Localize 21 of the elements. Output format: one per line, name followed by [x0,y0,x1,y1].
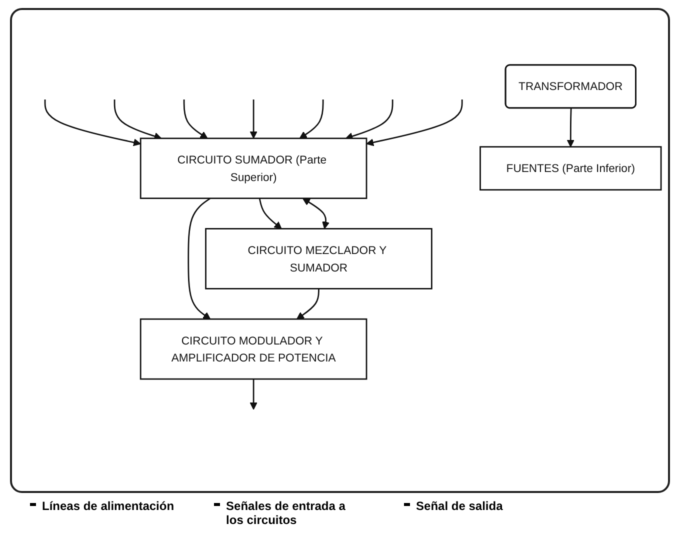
arrow [183,100,208,139]
node-box [140,138,368,200]
arrow [250,379,258,410]
arrow [296,288,320,320]
arrow [250,100,258,139]
arrow [44,100,141,146]
legend-text: Señal de salida [416,499,503,513]
arrow [566,108,574,148]
arrow [366,100,463,146]
node-box [480,146,662,191]
legend-text: Líneas de alimentación [42,499,174,513]
block-diagram: TRANSFORMADOR CIRCUITO SUMADOR (Parte Superior) FUENTES (Parte Inferior) CIRCUITO MEZCLADOR Y SUMADOR CIRCUITO MODULADOR Y AMPLIFICADOR DE POTENCIA [12,58,668,443]
arrow [188,198,211,320]
arrow [345,100,394,140]
legend-text: Señales de entrada a los circuitos [226,499,346,527]
node-box [140,318,368,380]
node-box [205,228,432,290]
arrow [258,198,282,230]
arrow [299,100,324,139]
arrow [302,198,330,230]
arrow [114,100,162,140]
